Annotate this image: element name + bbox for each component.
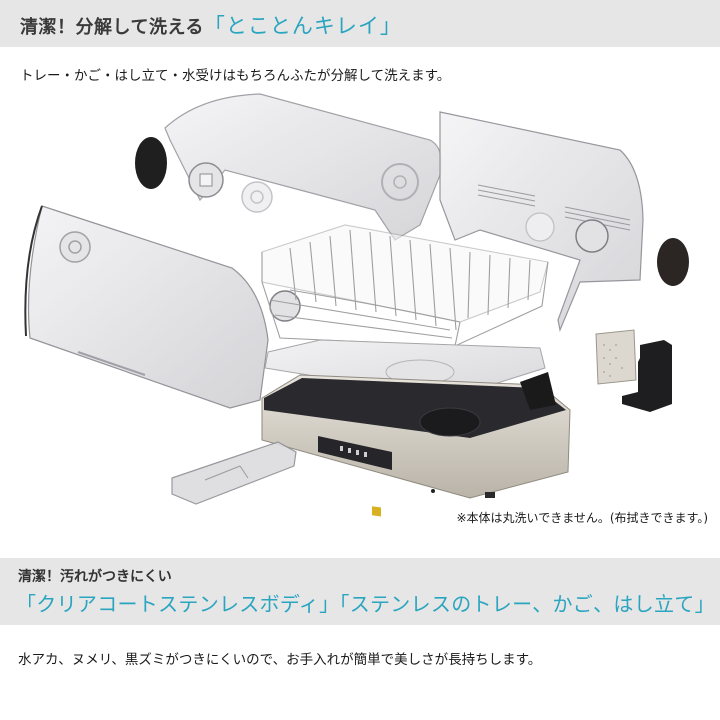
- water-receiver: [171, 441, 297, 505]
- hinge-cap-left: [135, 137, 167, 189]
- hinge-ring-upper-left: [188, 162, 224, 198]
- section-title: 清潔！分解して洗える「とことんキレイ」: [20, 10, 402, 40]
- base-unit: [261, 372, 571, 517]
- upper-cover: [164, 93, 442, 241]
- dish-dryer-exploded-illustration: [24, 93, 689, 517]
- utensil-holder: [595, 329, 637, 385]
- section-title-prefix: 清潔！分解して洗える: [20, 17, 204, 38]
- utensil-holder-stand: [622, 340, 672, 412]
- section-headline: 「クリアコートステンレスボディ」「ステンレスのトレー、かご、はし立て」: [16, 592, 715, 616]
- section-header-cleanable: 清潔！分解して洗える「とことんキレイ」: [0, 0, 720, 47]
- hinge-ring-faint: [241, 181, 273, 213]
- hinge-cap-right: [657, 238, 689, 286]
- section-title-accent: 「とことんキレイ」: [203, 14, 402, 38]
- right-cover: [439, 111, 644, 333]
- section-header-stain-resistant: 清潔！汚れがつきにくい 「クリアコートステンレスボディ」「ステンレスのトレー、か…: [0, 558, 720, 625]
- footnote: ※本体は丸洗いできません。(布拭きできます。): [456, 511, 709, 525]
- section-subtitle: 清潔！汚れがつきにくい: [18, 569, 172, 585]
- body-text: 水アカ、ヌメリ、黒ズミがつきにくいので、お手入れが簡単で美しさが長持ちします。: [18, 652, 542, 668]
- control-panel: [318, 436, 392, 517]
- lead-text: トレー・かご・はし立て・水受けはもちろんふたが分解して洗えます。: [20, 68, 451, 84]
- wire-basket: [261, 224, 549, 347]
- left-cover: [24, 205, 301, 409]
